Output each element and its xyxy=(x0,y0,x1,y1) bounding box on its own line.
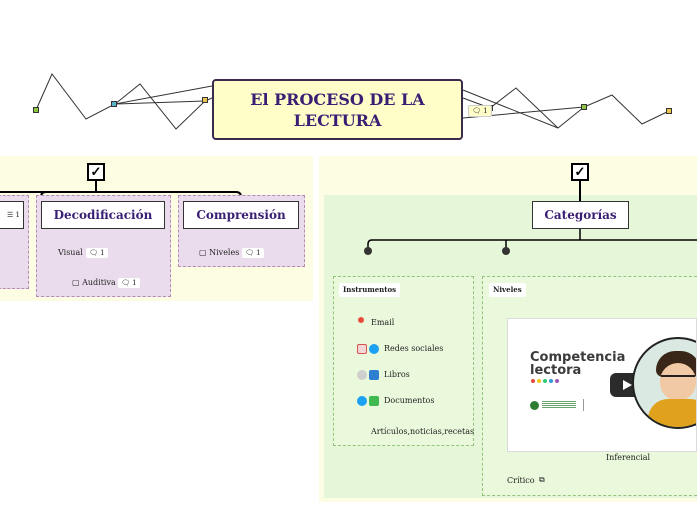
link-icon xyxy=(357,370,367,380)
instrumentos-topic[interactable]: Instrumentos xyxy=(339,283,401,297)
title-comment-chip[interactable]: 🗨︎ 1 xyxy=(468,105,492,117)
list-icon: ☰ xyxy=(7,211,14,219)
checkbox-icon: ▢ xyxy=(199,248,207,257)
university-seal-icon xyxy=(530,401,539,410)
niveles-comment-count: 1 xyxy=(256,249,261,257)
instrumentos-group xyxy=(333,276,474,446)
visual-comment-chip[interactable]: 🗨︎ 1 xyxy=(86,248,108,258)
bird-icon xyxy=(369,344,379,354)
instrumento-libros[interactable]: Libros xyxy=(384,370,410,379)
instrumento-documentos[interactable]: Documentos xyxy=(384,396,435,405)
decor-node-6 xyxy=(666,108,672,114)
play-icon xyxy=(623,380,632,390)
left-checkbox-icon[interactable]: ✓ xyxy=(87,163,105,181)
inferencial-label[interactable]: Inferencial xyxy=(606,453,651,462)
comprension-topic[interactable]: Comprensión xyxy=(183,201,299,229)
decodificacion-topic[interactable]: Decodificación xyxy=(41,201,165,229)
decodificacion-label: Decodificación xyxy=(53,208,153,222)
glasses-icon xyxy=(661,375,695,387)
critico-subtopic[interactable]: Crítico xyxy=(507,476,535,485)
comment-icon: 🗨︎ xyxy=(472,107,481,115)
right-checkbox-icon[interactable]: ✓ xyxy=(571,163,589,181)
check-mark-icon xyxy=(369,396,379,406)
niveles-subtopic-left[interactable]: ▢ Niveles xyxy=(199,248,239,257)
categorias-label: Categorías xyxy=(544,208,617,222)
comment-icon: 🗨︎ xyxy=(89,249,98,257)
visual-subtopic[interactable]: Visual xyxy=(58,248,83,257)
university-logo xyxy=(542,401,576,409)
visual-comment-count: 1 xyxy=(100,249,105,257)
instrumento-redes[interactable]: Redes sociales xyxy=(384,344,444,353)
udea-logo xyxy=(583,399,608,411)
title-comment-count: 1 xyxy=(483,107,488,115)
checkbox-icon: ▢ xyxy=(72,278,80,287)
auditiva-comment-count: 1 xyxy=(132,279,137,287)
niveles-comment-chip[interactable]: 🗨︎ 1 xyxy=(242,248,264,258)
niveles-topic-right[interactable]: Niveles xyxy=(489,283,526,297)
comment-icon: 🗨︎ xyxy=(245,249,254,257)
pin-icon xyxy=(358,317,364,323)
list-chip-count: 1 xyxy=(15,211,20,219)
main-topic-label: El PROCESO DE LA LECTURA xyxy=(250,89,425,130)
categorias-topic[interactable]: Categorías xyxy=(532,201,629,229)
video-title-line2: lectora xyxy=(530,363,582,378)
calendar-icon xyxy=(357,344,367,354)
auditiva-comment-chip[interactable]: 🗨︎ 1 xyxy=(118,278,140,288)
instrumento-email[interactable]: Email xyxy=(371,318,395,327)
comprension-label: Comprensión xyxy=(196,208,286,222)
decor-node-1 xyxy=(33,107,39,113)
partial-left-topic[interactable]: ☰ 1 xyxy=(0,201,24,229)
external-link-icon[interactable]: ⧉ xyxy=(539,475,545,484)
grid-icon xyxy=(369,370,379,380)
niveles-left-label: Niveles xyxy=(209,248,240,257)
instrumentos-label: Instrumentos xyxy=(343,285,397,294)
main-topic[interactable]: El PROCESO DE LA LECTURA xyxy=(212,79,463,140)
comment-icon: 🗨︎ xyxy=(121,279,130,287)
video-title-line1: Competencia xyxy=(530,350,626,365)
niveles-right-label: Niveles xyxy=(493,285,522,294)
video-dots xyxy=(531,379,559,383)
auditiva-subtopic[interactable]: ▢ Auditiva xyxy=(72,278,116,287)
avatar-face xyxy=(660,363,696,401)
decor-node-5 xyxy=(581,104,587,110)
instrumento-articulos[interactable]: Artículos,noticias,recetas xyxy=(371,427,475,436)
decor-node-2 xyxy=(111,101,117,107)
bird-icon xyxy=(357,396,367,406)
decor-node-3 xyxy=(202,97,208,103)
auditiva-label: Auditiva xyxy=(82,278,116,287)
avatar xyxy=(632,337,696,429)
avatar-body xyxy=(648,399,696,427)
